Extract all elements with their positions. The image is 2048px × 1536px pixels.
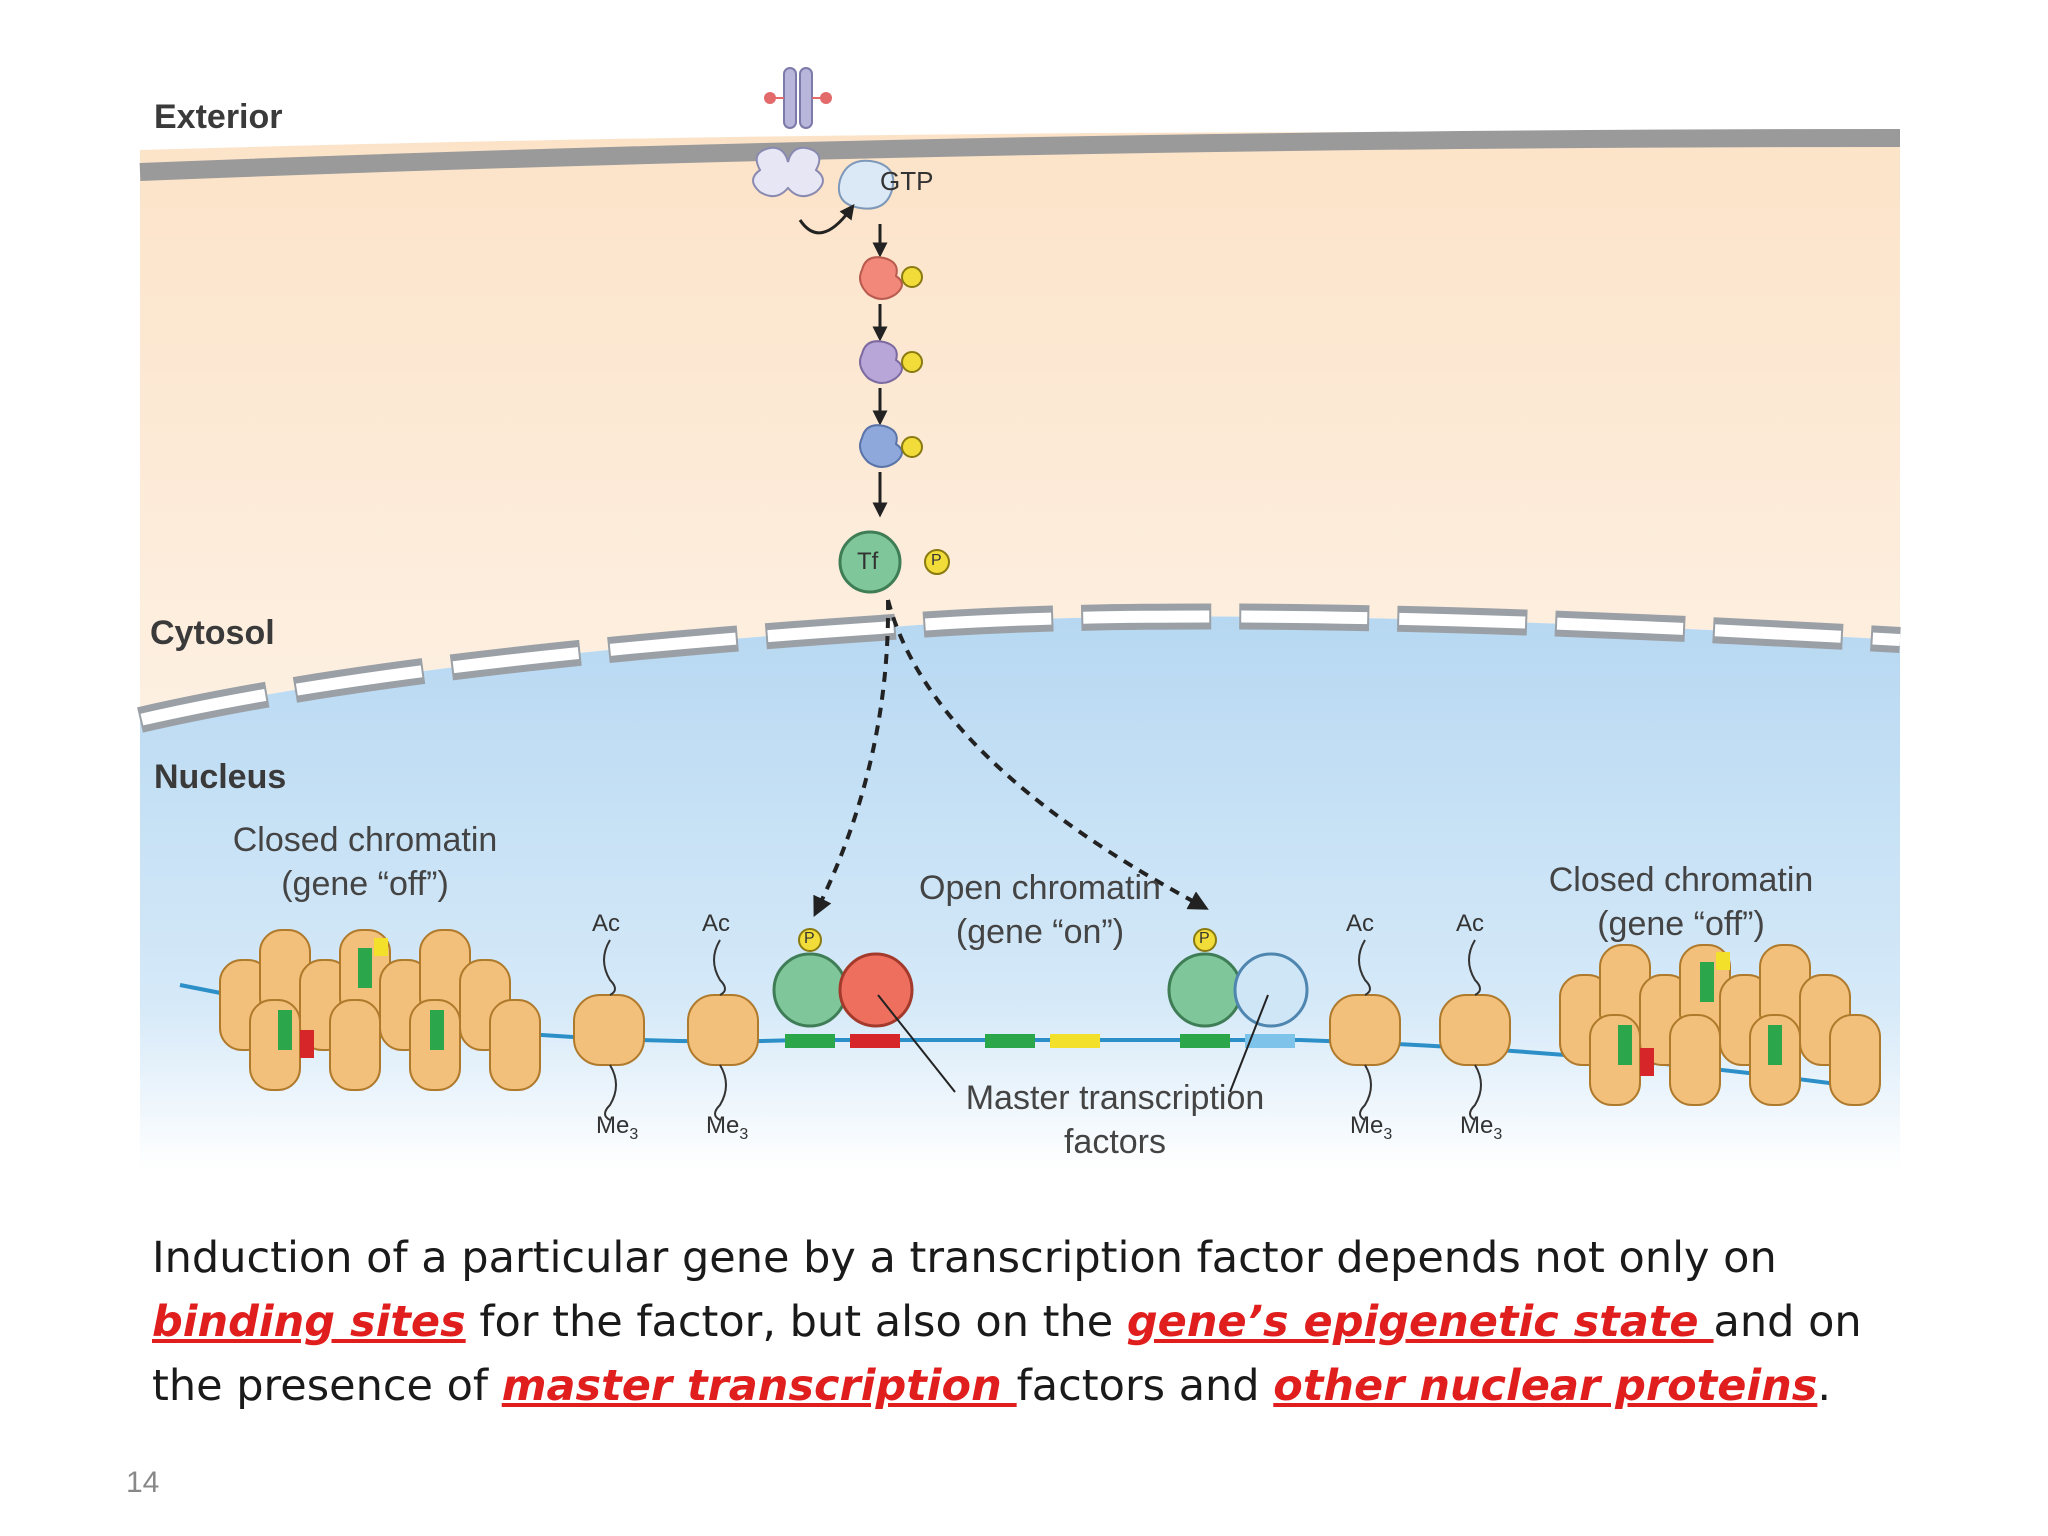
label-me3-3: Me3 <box>1350 1112 1393 1143</box>
caption-highlight-epigenetic-state: gene’s epigenetic state <box>1126 1297 1714 1347</box>
binding-site-green-3 <box>1180 1034 1230 1048</box>
open-line1: Open chromatin <box>919 869 1161 907</box>
label-tf: Tf <box>857 548 879 575</box>
plasma-membrane <box>139 129 1901 181</box>
closed-left-line1: Closed chromatin <box>232 821 498 859</box>
label-exterior: Exterior <box>154 98 283 136</box>
master-line1: Master transcription <box>965 1079 1265 1117</box>
master-factor-red <box>838 952 914 1028</box>
binding-site-green-2 <box>985 1034 1035 1048</box>
open-line2: (gene “on”) <box>955 913 1125 951</box>
kinase-cascade <box>859 224 923 518</box>
nucleosomes-left <box>573 994 759 1066</box>
caption-text-3: and on the presence of <box>152 1297 1862 1411</box>
binding-site-blue <box>1245 1034 1295 1048</box>
tf-import-arrow-left <box>813 599 891 917</box>
tf-protein <box>838 530 902 594</box>
label-closed-chromatin-left: Closed chromatin (gene “off”) <box>200 818 530 906</box>
cytosol-area <box>140 132 1900 721</box>
label-ac-1: Ac <box>592 910 621 937</box>
signaling-diagram: Exterior Cytosol Nucleus GTP Tf P Closed… <box>137 67 1901 1170</box>
caption-highlight-nuclear-proteins: other nuclear proteins <box>1273 1361 1818 1411</box>
label-gtp: GTP <box>880 166 934 196</box>
label-cytosol: Cytosol <box>150 614 275 652</box>
caption-text-2: for the factor, but also on the <box>465 1297 1127 1347</box>
label-me3-4: Me3 <box>1460 1112 1503 1143</box>
label-me3-1: Me3 <box>596 1112 639 1143</box>
binding-site-green-1 <box>785 1034 835 1048</box>
label-nucleus: Nucleus <box>154 758 287 796</box>
closed-right-line1: Closed chromatin <box>1548 861 1814 899</box>
label-open-chromatin: Open chromatin (gene “on”) <box>880 866 1200 954</box>
bound-tf-left <box>772 952 848 1028</box>
diagram-graphic <box>137 67 1901 1170</box>
caption-highlight-master-transcription: master transcription <box>501 1361 1017 1411</box>
closed-chromatin-left-cluster <box>219 929 541 1091</box>
page-number: 14 <box>126 1466 160 1499</box>
label-bound-phosphate-right: P <box>1199 930 1210 947</box>
label-me3-2: Me3 <box>706 1112 749 1143</box>
master-factor-blue <box>1233 952 1309 1028</box>
caption-text-4: factors and <box>1016 1361 1274 1411</box>
label-closed-chromatin-right: Closed chromatin (gene “off”) <box>1516 858 1846 946</box>
tf-phosphate <box>924 549 950 575</box>
binding-site-yellow <box>1050 1034 1100 1048</box>
label-ac-4: Ac <box>1456 910 1485 937</box>
binding-site-red <box>850 1034 900 1048</box>
label-bound-phosphate-left: P <box>804 930 815 947</box>
label-ac-2: Ac <box>702 910 731 937</box>
closed-right-line2: (gene “off”) <box>1597 905 1765 943</box>
bound-tf-right <box>1167 952 1243 1028</box>
caption-highlight-binding-sites: binding sites <box>152 1297 466 1347</box>
caption-text-1: Induction of a particular gene by a tran… <box>152 1233 1777 1283</box>
ras-gtp-icon <box>838 159 895 210</box>
label-ac-3: Ac <box>1346 910 1375 937</box>
slide-caption: Induction of a particular gene by a tran… <box>152 1226 1912 1418</box>
caption-text-5: . <box>1817 1361 1832 1411</box>
label-master-transcription-factors: Master transcription factors <box>930 1076 1300 1164</box>
tf-import-arrow-right <box>886 599 1209 910</box>
master-line2: factors <box>1063 1123 1167 1161</box>
label-tf-phosphate: P <box>931 552 942 569</box>
closed-left-line2: (gene “off”) <box>281 865 449 903</box>
receptor-icon <box>752 67 832 198</box>
